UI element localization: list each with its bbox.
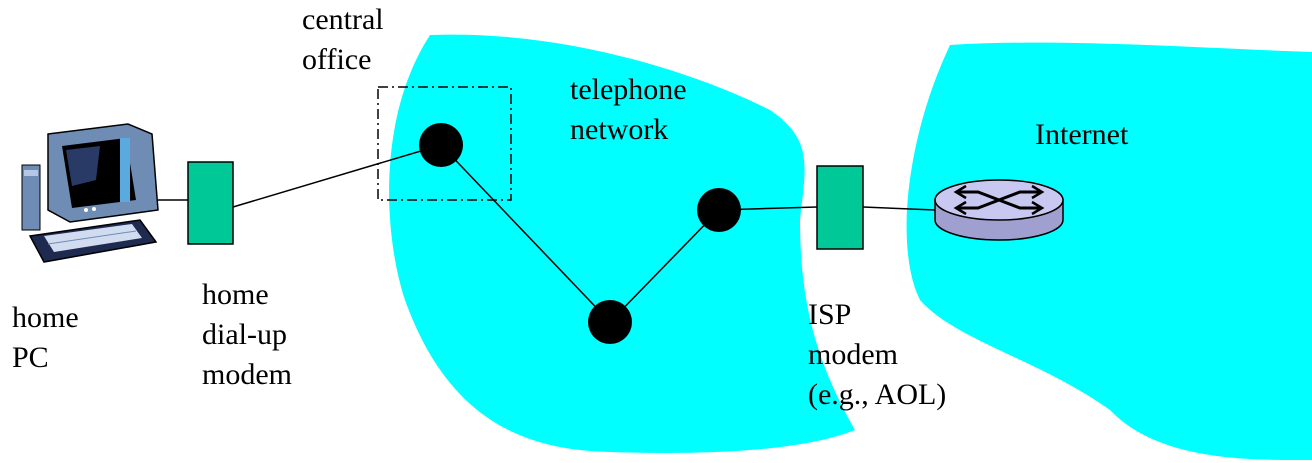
isp-modem <box>816 165 864 250</box>
isp-modem-label-line-3: (e.g., AOL) <box>808 378 947 411</box>
internet-label-text: Internet <box>1035 118 1129 151</box>
isp-modem-label-line-1: ISP <box>808 298 852 331</box>
isp-modem-label: ISP modem (e.g., AOL) <box>808 295 946 415</box>
home-pc-icon <box>21 123 159 263</box>
central-office-label: central office <box>302 0 384 80</box>
isp-modem-label-line-2: modem <box>808 338 898 371</box>
home-modem-label-line-2: dial-up <box>202 318 287 351</box>
telephone-switch-node <box>588 300 632 344</box>
central-office-label-line-2: office <box>302 43 372 76</box>
home-pc-label-line-2: PC <box>12 341 49 374</box>
switch-to-edge-switch-line <box>609 209 720 323</box>
telephone-network-label-line-1: telephone <box>570 73 687 106</box>
router-icon <box>934 179 1064 241</box>
internet-cloud <box>906 42 1312 461</box>
modem-to-central-office-line <box>232 144 442 208</box>
telephone-edge-switch-node <box>697 188 741 232</box>
central-office-switch-node <box>419 123 463 167</box>
home-pc-label: home PC <box>12 298 79 378</box>
central-office-box <box>377 86 512 201</box>
central-office-label-line-1: central <box>302 3 384 36</box>
home-modem-label-line-3: modem <box>202 358 292 391</box>
home-modem-label: home dial-up modem <box>202 275 292 395</box>
internet-label: Internet <box>1035 115 1128 155</box>
central-office-to-switch-line <box>440 144 611 323</box>
home-dialup-modem <box>187 161 234 245</box>
telephone-network-label-line-2: network <box>570 113 669 146</box>
home-modem-label-line-1: home <box>202 278 269 311</box>
isp-modem-to-router-line <box>862 206 936 211</box>
telephone-network-cloud <box>389 34 855 453</box>
telephone-network-label: telephone network <box>570 70 687 150</box>
home-pc-label-line-1: home <box>12 301 79 334</box>
